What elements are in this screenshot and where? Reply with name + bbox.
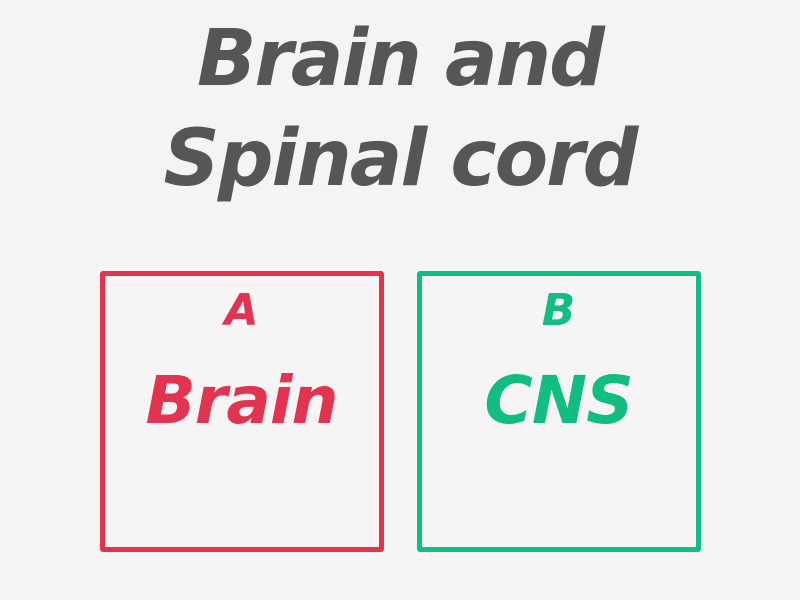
quiz-title-line-1: Brain and	[197, 14, 605, 104]
quiz-title: Brain and Spinal cord	[0, 10, 800, 210]
option-a-label: A	[224, 285, 259, 336]
option-b-label: B	[541, 285, 576, 336]
answer-option-b[interactable]: B CNS	[416, 271, 701, 552]
answer-option-a[interactable]: A Brain	[99, 271, 384, 552]
option-b-text: CNS	[484, 361, 633, 439]
option-a-text: Brain	[145, 361, 338, 439]
answer-options-row: A Brain B CNS	[0, 271, 800, 552]
quiz-title-line-2: Spinal cord	[163, 113, 639, 204]
